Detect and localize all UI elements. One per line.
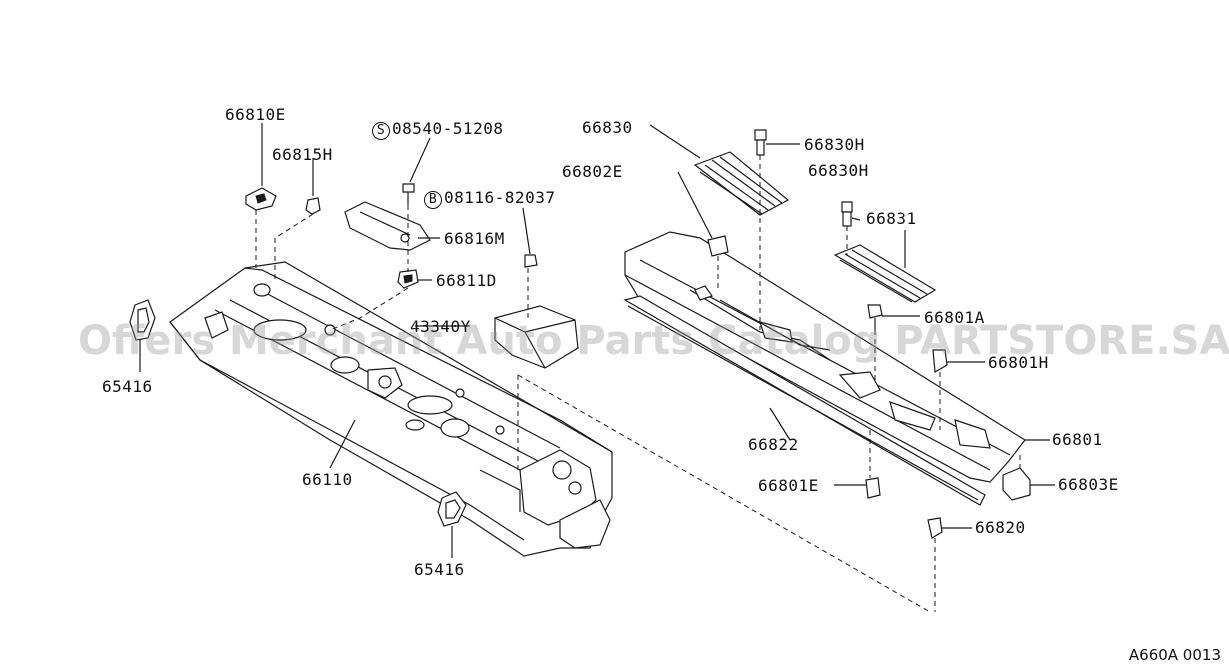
leader-lines-right	[649, 124, 1055, 612]
plug-66815H	[305, 197, 321, 215]
prefix-s-symbol: S	[372, 122, 390, 140]
label-66802E[interactable]: 66802E	[562, 162, 623, 181]
label-66810E[interactable]: 66810E	[225, 105, 286, 124]
label-43340Y[interactable]: 43340Y	[410, 317, 471, 336]
pin-66830H-second	[841, 201, 853, 227]
diagram-reference-code: A660A 0013	[1128, 646, 1221, 664]
grille-66830	[693, 151, 790, 216]
seal-strip-66822	[623, 295, 986, 506]
pin-66830H-top	[754, 129, 767, 156]
label-66831[interactable]: 66831	[866, 209, 917, 228]
label-66816M[interactable]: 66816M	[444, 229, 505, 248]
label-66801E[interactable]: 66801E	[758, 476, 819, 495]
grille-66831	[833, 244, 937, 303]
clip-66801H	[932, 349, 948, 373]
label-08116-82037-text: 08116-82037	[444, 188, 556, 207]
clip-66820	[927, 517, 943, 539]
label-66820[interactable]: 66820	[975, 518, 1026, 537]
label-66801[interactable]: 66801	[1052, 430, 1103, 449]
label-65416-left[interactable]: 65416	[102, 377, 153, 396]
seal-66803E	[1002, 467, 1031, 501]
label-66801H[interactable]: 66801H	[988, 353, 1049, 372]
watermark-text: Offers Merchant Auto Parts Catalog PARTS…	[78, 318, 1229, 364]
bolt-08116-82037	[524, 254, 538, 268]
bracket-66816M	[344, 201, 431, 251]
label-66801A[interactable]: 66801A	[924, 308, 985, 327]
clip-66810E	[245, 187, 277, 211]
label-66830H-top[interactable]: 66830H	[804, 135, 865, 154]
cowl-top-panel-66110	[169, 261, 613, 557]
grommet-65416-bottom	[437, 491, 467, 527]
cowl-top-cover-66801	[624, 231, 1026, 483]
label-66110[interactable]: 66110	[302, 470, 353, 489]
prefix-b-symbol: B	[424, 191, 442, 209]
label-66830[interactable]: 66830	[582, 118, 633, 137]
label-66830H-second[interactable]: 66830H	[808, 161, 869, 180]
clip-66811D	[397, 269, 419, 289]
block-43340Y	[494, 305, 579, 369]
grommet-65416-left	[129, 299, 156, 341]
leader-lines-left	[139, 123, 931, 613]
label-66815H[interactable]: 66815H	[272, 145, 333, 164]
clip-66802E	[707, 235, 729, 257]
label-66803E[interactable]: 66803E	[1058, 475, 1119, 494]
label-66822[interactable]: 66822	[748, 435, 799, 454]
label-65416-bottom[interactable]: 65416	[414, 560, 465, 579]
label-08540-51208-text: 08540-51208	[392, 119, 504, 138]
clip-66801E	[865, 477, 881, 499]
label-66811D[interactable]: 66811D	[436, 271, 497, 290]
screw-08540-51208	[402, 183, 415, 205]
screw-66801A	[867, 304, 883, 330]
